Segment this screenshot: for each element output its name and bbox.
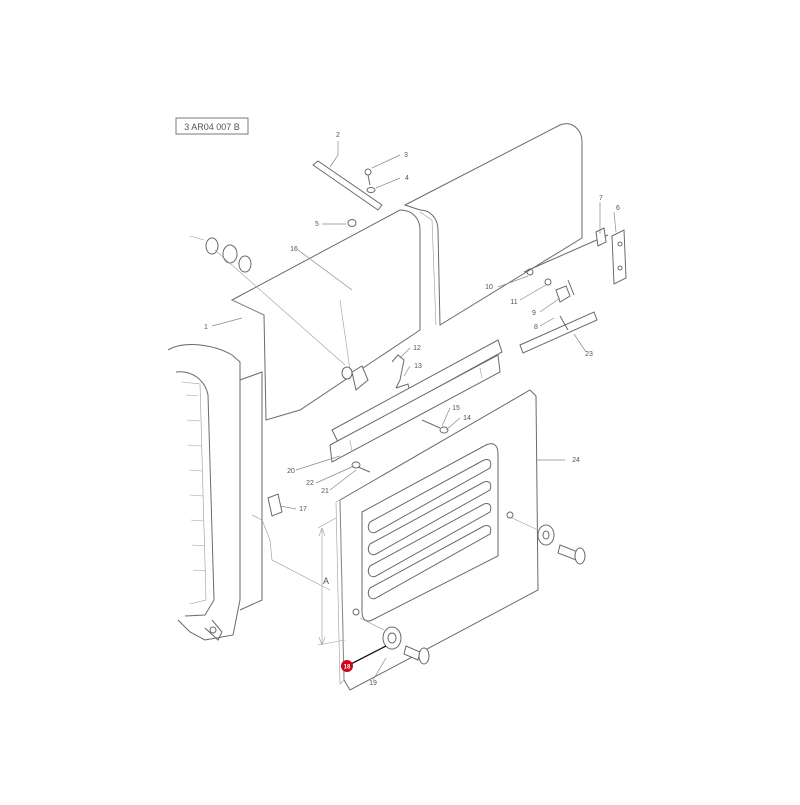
callout-22: 22 xyxy=(306,480,314,487)
highlight-dot[interactable] xyxy=(341,660,353,672)
callout-17: 17 xyxy=(299,506,307,513)
callout-16: 16 xyxy=(290,246,298,253)
callout-2: 2 xyxy=(336,132,340,139)
panel-latch xyxy=(251,493,331,591)
support-rail xyxy=(329,339,503,463)
rail-bolts xyxy=(351,461,371,473)
callout-13: 13 xyxy=(414,363,422,370)
callout-20: 20 xyxy=(287,468,295,475)
highlighted-part-marker[interactable]: 18 xyxy=(341,660,353,672)
callout-12: 12 xyxy=(413,345,421,352)
callout-8: 8 xyxy=(534,324,538,331)
nut xyxy=(347,219,357,227)
callout-3: 3 xyxy=(404,152,408,159)
dimension-label: A xyxy=(323,576,329,586)
callout-23: 23 xyxy=(585,351,593,358)
callout-9: 9 xyxy=(532,310,536,317)
hood-panel-right xyxy=(403,123,583,326)
callout-6: 6 xyxy=(616,205,620,212)
callout-14: 14 xyxy=(463,415,471,422)
callout-15: 15 xyxy=(452,405,460,412)
callout-11: 11 xyxy=(510,299,517,306)
upper-bushing-screw xyxy=(511,517,586,565)
dimension-a: A xyxy=(317,517,346,646)
screw-assembly xyxy=(421,419,449,434)
leader-lines xyxy=(211,141,617,681)
highlighted-part-number: 18 xyxy=(344,665,351,671)
rod-and-bracket xyxy=(523,227,627,303)
strap xyxy=(312,160,383,211)
callout-5: 5 xyxy=(315,221,319,228)
callout-10: 10 xyxy=(485,284,493,291)
callout-7: 7 xyxy=(599,195,603,202)
callout-labels: 1 2 3 4 5 6 7 8 9 10 11 12 13 14 15 16 1… xyxy=(204,132,620,687)
cab-body xyxy=(167,344,263,641)
reference-code-box: 3 AR04 007 B xyxy=(175,117,249,135)
callout-19: 19 xyxy=(369,680,377,687)
callout-21: 21 xyxy=(321,488,329,495)
latch-assembly xyxy=(189,235,369,391)
tie-bar xyxy=(519,311,598,354)
reference-code: 3 AR04 007 B xyxy=(184,122,240,132)
callout-1: 1 xyxy=(204,324,208,331)
grille-panel xyxy=(335,389,539,691)
lower-bushing-screw xyxy=(359,617,430,665)
hood-panel-left xyxy=(230,209,421,421)
callout-24: 24 xyxy=(572,457,580,464)
bolt-and-washer xyxy=(364,168,376,193)
callout-4: 4 xyxy=(405,175,409,182)
